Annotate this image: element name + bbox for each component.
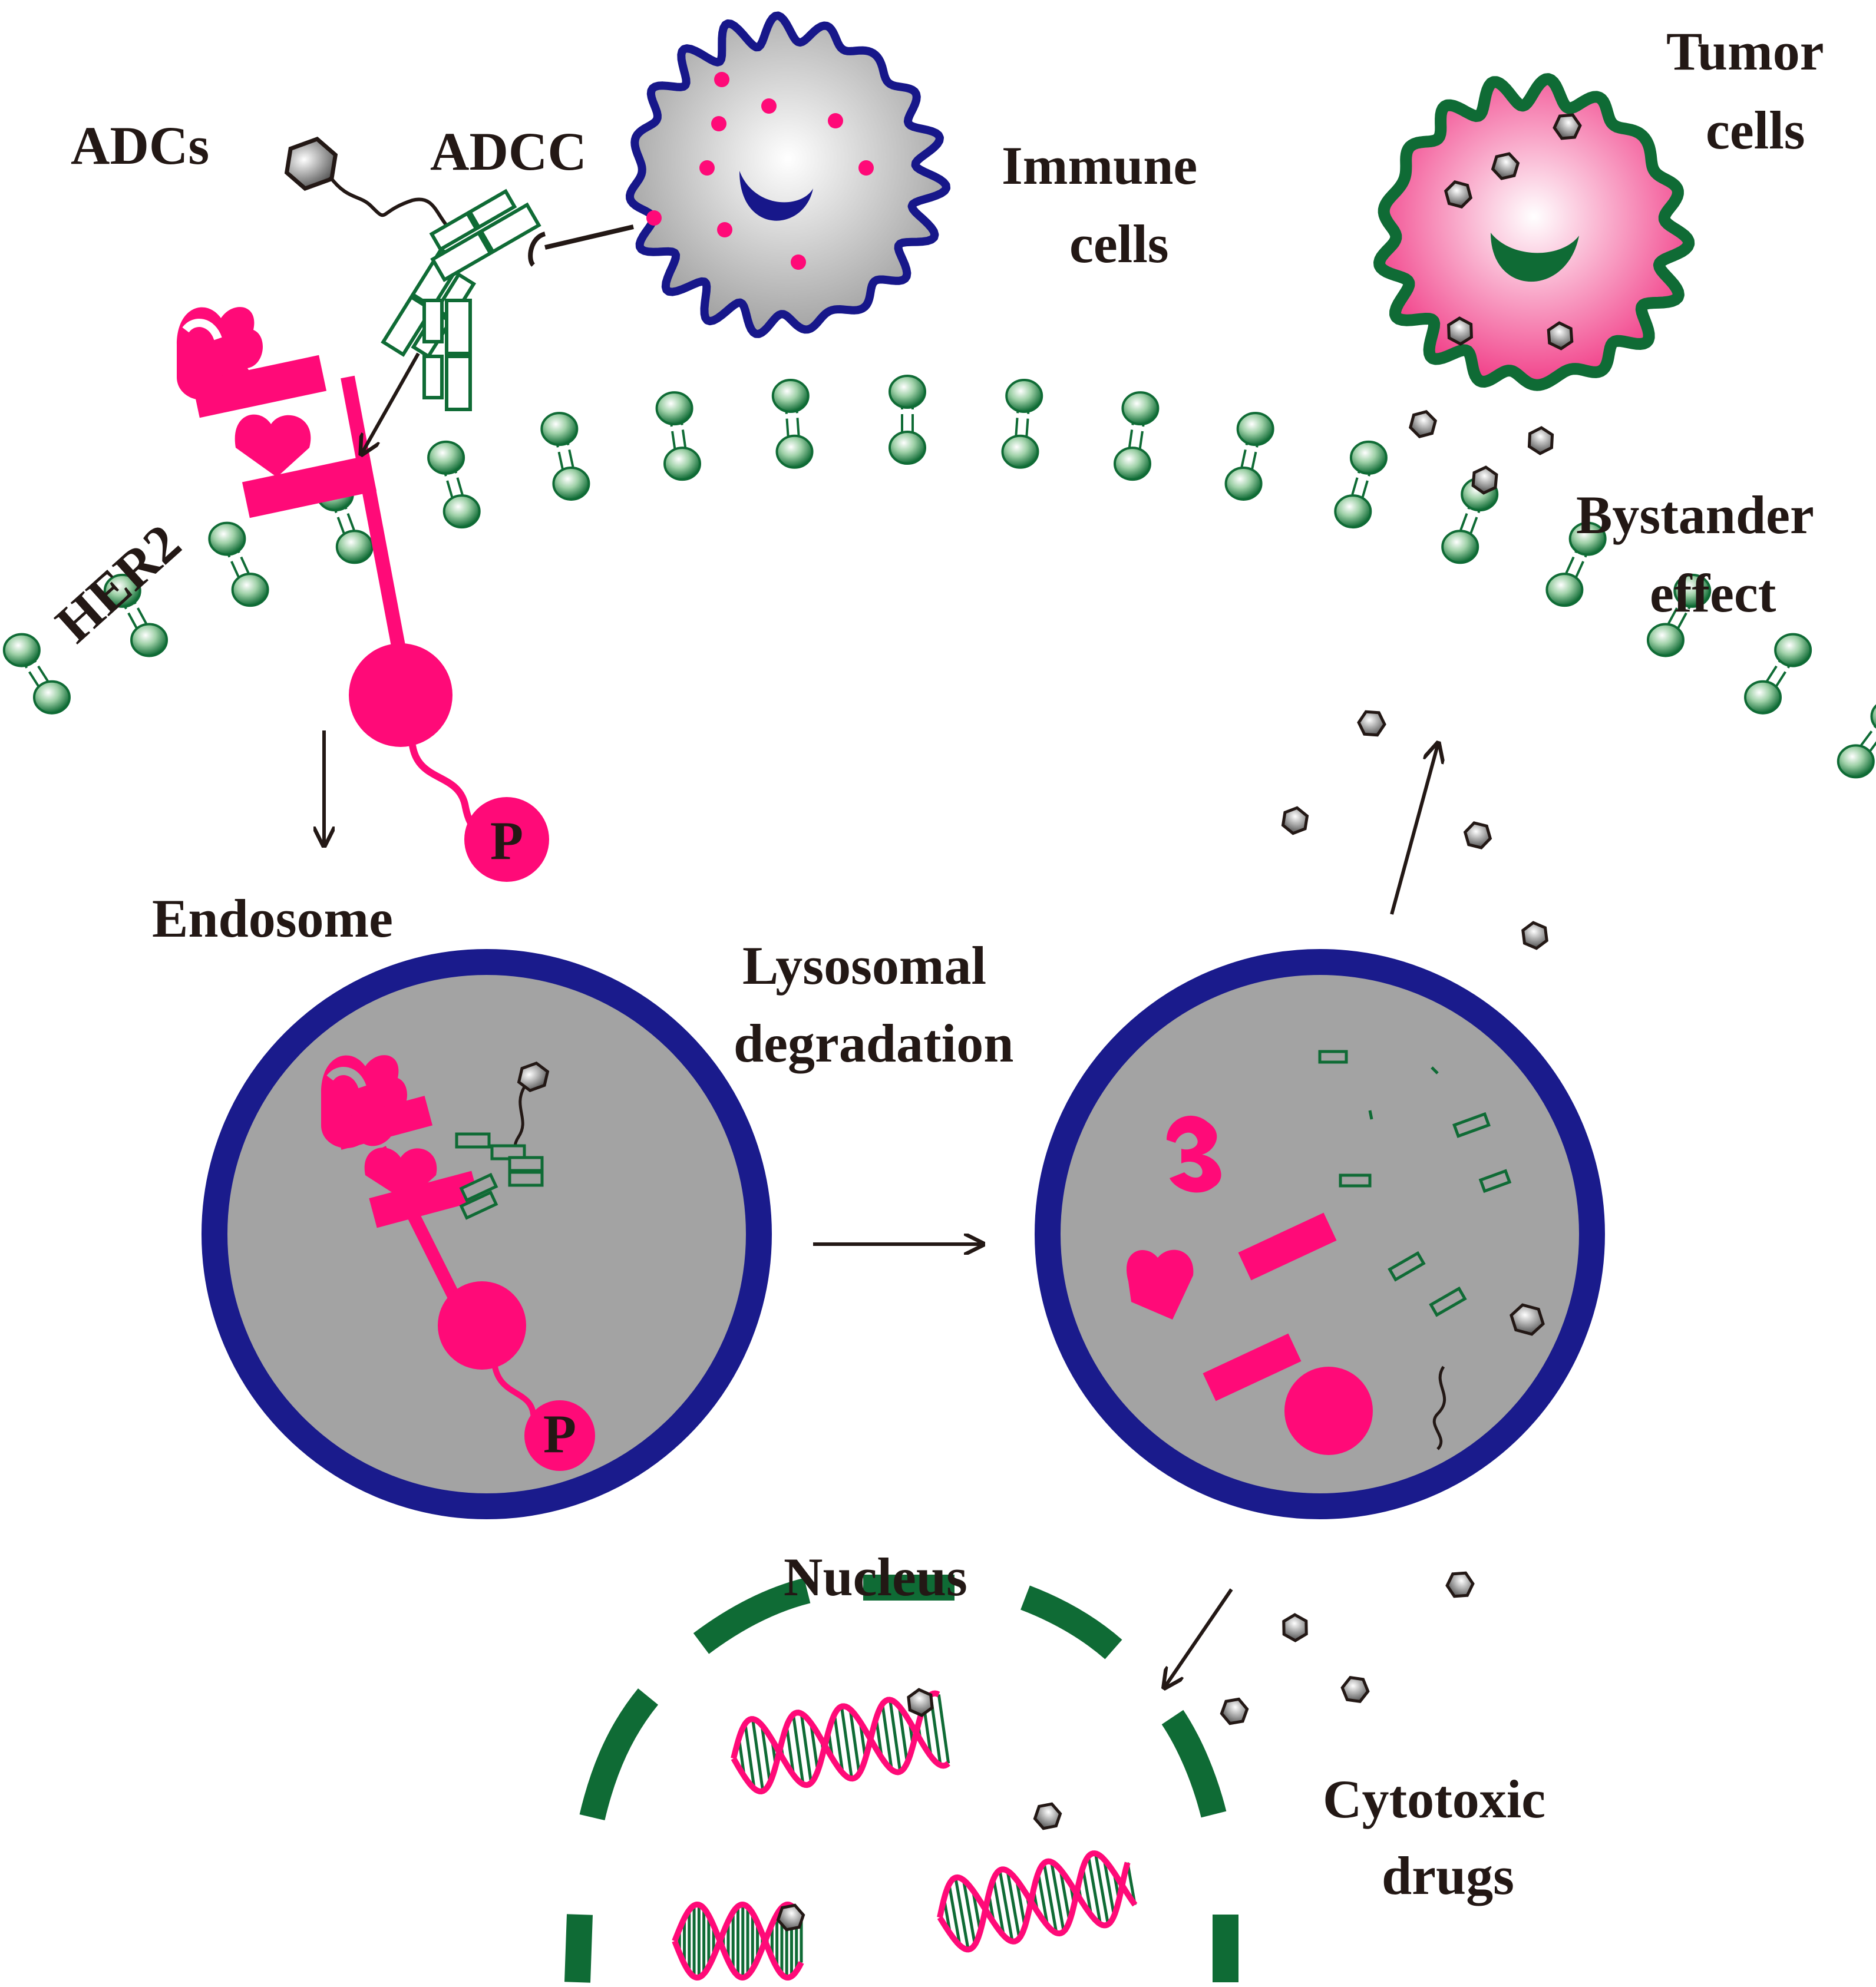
label-cytotoxic-line2: drugs (1382, 1846, 1514, 1906)
hexagon-drug-icon (776, 1903, 805, 1932)
label-adcc: ADCC (430, 121, 587, 181)
lysosome (1035, 949, 1605, 1519)
lipid-pair (889, 375, 926, 465)
dna-helices (672, 1690, 1138, 1981)
free-cytotoxic-drugs (776, 113, 1582, 1932)
lipid-pair (1224, 412, 1274, 501)
hexagon-drug-icon (1521, 921, 1548, 950)
hexagon-drug-icon (1547, 321, 1574, 351)
her2-receptor: P (177, 307, 549, 882)
hexagon-drug-icon (1553, 113, 1582, 140)
lipid-pair (1646, 573, 1712, 657)
hexagon-drug-icon (1471, 465, 1498, 495)
her2-heart-domain (234, 414, 311, 477)
hexagon-drug-icon (1281, 806, 1309, 835)
dna-helix-icon (937, 1850, 1138, 1953)
lipid-pair (1545, 521, 1607, 607)
hexagon-drug-icon (1282, 1613, 1308, 1642)
antibody-icon (381, 189, 541, 411)
arrow-adc-binding (362, 352, 420, 452)
immune-nucleus (739, 171, 813, 221)
hexagon-drug-icon (1220, 1697, 1249, 1725)
lipid-pair (655, 391, 702, 481)
hexagon-drug-icon (1445, 1571, 1475, 1598)
label-her2: HER2 (44, 513, 192, 654)
hexagon-drug-icon (1408, 409, 1438, 439)
hexagon-drug-icon (1033, 1802, 1062, 1830)
arrow-bystander-release (1390, 745, 1438, 915)
phosphate-label: P (490, 811, 523, 871)
hexagon-drug-icon (1357, 710, 1386, 737)
label-bystander-line1: Bystander (1576, 485, 1814, 545)
degraded-fragments (1126, 1050, 1545, 1455)
immune-cell (528, 11, 951, 338)
label-endosome: Endosome (152, 888, 393, 948)
adc-payload-drug-icon (284, 136, 338, 191)
labels: ADCs ADCC Immune cells Tumor cells HER2 … (44, 21, 1824, 1906)
her2-domain-bar-1 (191, 355, 327, 418)
label-bystander-line2: effect (1650, 563, 1776, 623)
arrow-to-nucleus (1165, 1588, 1233, 1686)
hexagon-drug-icon (1444, 180, 1473, 209)
lipid-pair (1744, 633, 1812, 715)
her2-kinase-domain (349, 643, 453, 747)
hexagon-drug-icon (1527, 426, 1554, 455)
lipid-pair (771, 379, 814, 469)
internalized-her2-adc-complex: P (321, 1055, 595, 1471)
label-cytotoxic-line1: Cytotoxic (1323, 1769, 1545, 1829)
label-adcs: ADCs (71, 115, 209, 176)
nucleus-envelope (564, 1575, 1238, 1983)
cell-membrane-bilayer (2, 375, 1876, 779)
tumor-cell (1373, 73, 1695, 391)
lipid-pair (208, 521, 269, 607)
tumor-nucleus (1491, 233, 1579, 282)
phosphate-icon (464, 797, 549, 882)
label-lysosomal-line1: Lysosomal (742, 935, 986, 996)
phosphate-label-endosome: P (543, 1404, 576, 1464)
lipid-pair (427, 440, 481, 529)
lipid-pair (540, 412, 590, 501)
dna-helix-icon (731, 1690, 950, 1794)
adc-molecule (284, 136, 541, 411)
lipid-pair (2, 633, 71, 715)
label-nucleus: Nucleus (784, 1547, 967, 1607)
label-immune-line2: cells (1069, 214, 1169, 274)
adc-linker (328, 176, 455, 234)
hexagon-drug-icon (907, 1688, 934, 1717)
lipid-pair (1113, 391, 1160, 481)
label-tumor-line1: Tumor (1666, 21, 1824, 81)
immune-granules (646, 72, 874, 270)
label-tumor-line2: cells (1706, 100, 1805, 160)
label-immune-line1: Immune (1002, 135, 1197, 196)
endosome: P (202, 949, 772, 1519)
lipid-pair (1837, 704, 1876, 779)
lipid-pair (1334, 440, 1388, 529)
lipid-pair (103, 573, 169, 657)
fc-receptor-stalk (544, 224, 634, 250)
hexagon-drug-icon (1447, 316, 1473, 346)
label-lysosomal-line2: degradation (734, 1013, 1013, 1073)
lipid-pair (1001, 379, 1043, 469)
her2-domain-bar-2 (242, 455, 377, 518)
hexagon-drug-icon (1463, 821, 1492, 849)
pathway-arrows (324, 730, 1438, 1686)
hexagon-drug-icon (1340, 1675, 1370, 1704)
hexagon-drug-icon (1491, 152, 1520, 180)
fc-receptor-icon (528, 232, 546, 267)
